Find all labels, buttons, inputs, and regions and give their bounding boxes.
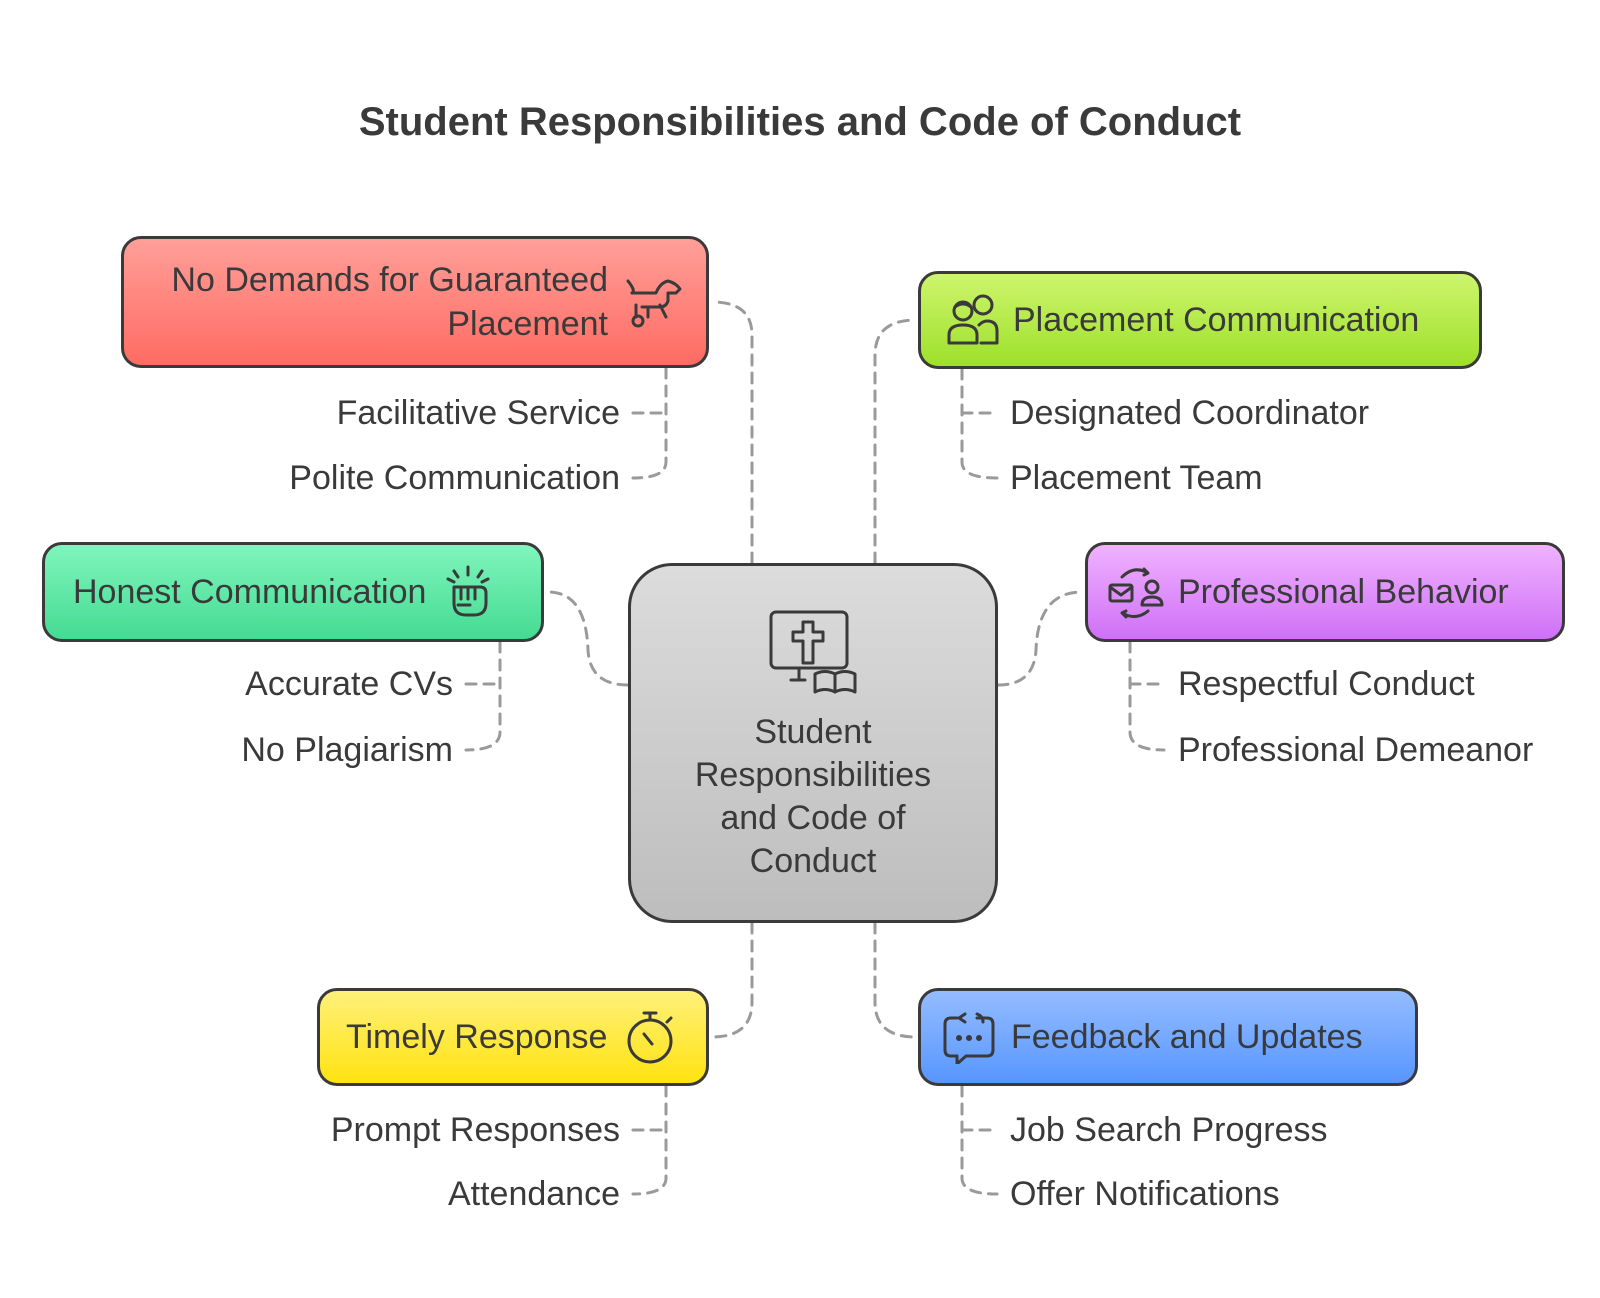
connector-professional (996, 590, 1084, 687)
sub-item-designated-coordinator: Designated Coordinator (1010, 394, 1370, 432)
sub-item-respectful-conduct: Respectful Conduct (1178, 665, 1475, 703)
branch-label: Feedback and Updates (1011, 1017, 1363, 1056)
diagram-title: Student Responsibilities and Code of Con… (358, 100, 1242, 144)
monitor-cross-book-icon (769, 610, 857, 701)
connector-feedback (873, 921, 918, 1039)
sub-connector-guaranteed (631, 366, 668, 480)
sub-connector-professional (1128, 640, 1166, 752)
sub-item-no-plagiarism: No Plagiarism (241, 731, 453, 769)
sub-item-accurate-cvs: Accurate CVs (245, 665, 453, 703)
sub-item-offer-notifications: Offer Notifications (1010, 1175, 1280, 1213)
branch-label: Placement Communication (1013, 300, 1420, 339)
branch-timely-response: Timely Response (317, 988, 709, 1086)
branch-label: Honest Communication (73, 572, 427, 611)
stopwatch-icon (625, 1009, 675, 1065)
branch-feedback-updates: Feedback and Updates (918, 988, 1418, 1086)
connector-timely (710, 921, 754, 1039)
branch-label: No Demands for Guaranteed Placement (171, 260, 608, 343)
sub-item-job-search-progress: Job Search Progress (1010, 1111, 1328, 1149)
center-node: Student Responsibilities and Code of Con… (628, 563, 998, 923)
branch-professional-behavior: Professional Behavior (1085, 542, 1565, 642)
sub-connector-placement (960, 367, 999, 480)
connector-placement (873, 318, 918, 565)
branch-label: Timely Response (346, 1017, 608, 1056)
connector-guaranteed (710, 300, 754, 565)
sub-item-polite-communication: Polite Communication (289, 459, 620, 497)
dog-on-leash-icon (626, 275, 684, 329)
branch-guaranteed-placement: No Demands for Guaranteed Placement (121, 236, 709, 368)
sub-connector-feedback (960, 1084, 999, 1196)
sub-item-prompt-responses: Prompt Responses (330, 1111, 620, 1149)
raised-fist-icon (444, 565, 492, 619)
mail-person-exchange-icon (1108, 565, 1164, 619)
branch-honest-communication: Honest Communication (42, 542, 544, 642)
sub-connector-honest (464, 640, 502, 752)
branch-label: Professional Behavior (1178, 572, 1509, 611)
sub-item-professional-demeanor: Professional Demeanor (1178, 731, 1534, 769)
sub-item-placement-team: Placement Team (1010, 459, 1263, 497)
branch-placement-communication: Placement Communication (918, 271, 1482, 369)
connector-honest (546, 590, 630, 687)
sub-connector-timely (631, 1084, 668, 1196)
center-label: Student Responsibilities and Code of Con… (694, 713, 932, 880)
two-people-icon (943, 293, 999, 347)
sub-item-facilitative-service: Facilitative Service (336, 394, 620, 432)
sub-item-attendance: Attendance (447, 1175, 620, 1213)
chat-refresh-icon (943, 1010, 997, 1064)
